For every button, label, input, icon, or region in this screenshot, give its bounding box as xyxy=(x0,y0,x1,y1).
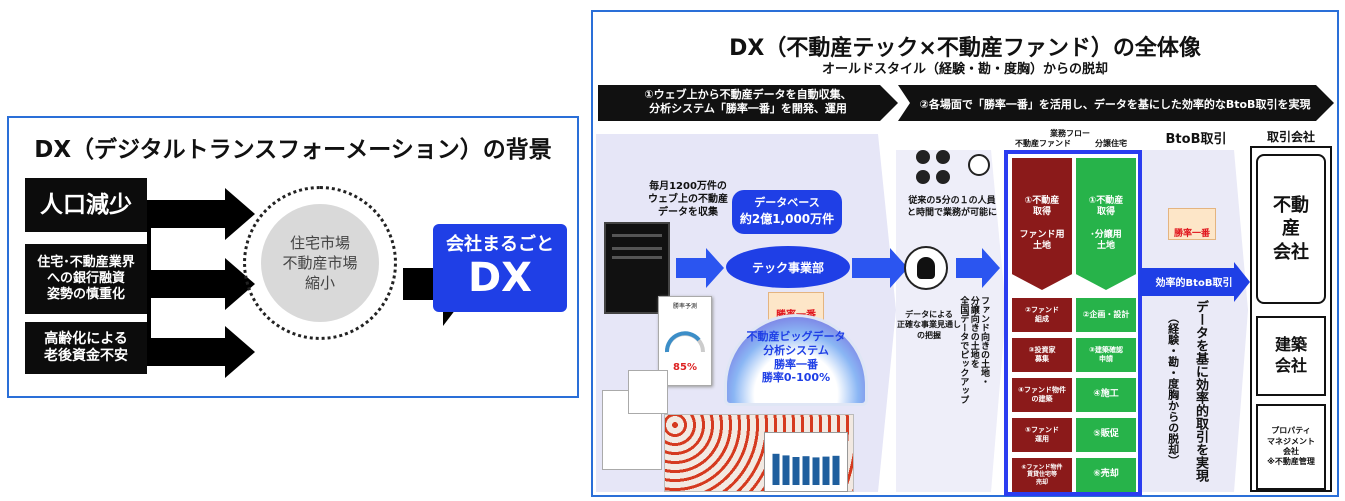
btob-logo: 勝率一番 xyxy=(1168,208,1216,240)
step2-banner xyxy=(898,85,1334,121)
flow-fund-step: ④ファンド物件 の建築 xyxy=(1012,378,1072,412)
arrow-2 xyxy=(145,258,255,310)
line-thumbnail xyxy=(628,370,668,414)
step1-banner xyxy=(598,85,898,121)
partner-real-estate: 不動 産 会社 xyxy=(1256,154,1326,304)
arrow-server-tech xyxy=(676,248,724,288)
bar xyxy=(832,455,840,485)
market-circle: 住宅市場 不動産市場 縮小 xyxy=(243,186,397,340)
arrow-3 xyxy=(145,326,255,378)
flow-title: 業務フロー xyxy=(1050,129,1090,138)
database-box: データベース 約2億1,000万件 xyxy=(732,190,842,234)
dx-result-line2: DX xyxy=(467,255,533,301)
blue-arrows xyxy=(676,248,1000,288)
flow-fund-step: ⑤ファンド 運用 xyxy=(1012,418,1072,452)
gauge-title: 勝率予測 xyxy=(672,303,697,310)
flow-col-fund: 不動産ファンド xyxy=(1015,139,1071,148)
flow-fund-step: ③投資家 募集 xyxy=(1012,338,1072,372)
bar xyxy=(782,455,790,485)
cause-population-decline: 人口減少 xyxy=(25,178,147,232)
btob-arrow xyxy=(1140,262,1250,302)
team-icons xyxy=(914,150,990,190)
bar xyxy=(812,457,820,485)
step2-text: ②各場面で「勝率一番」を活用し、データを基にした効率的なBtoB取引を実現 xyxy=(919,98,1311,111)
person-icon xyxy=(916,150,930,164)
dome-text: 不動産ビッグデータ 分析システム 勝率一番 勝率0-100% xyxy=(746,330,846,385)
arrow-tech-person xyxy=(852,248,908,288)
efficiency-text: 従来の5分の１の人員 と時間で業務が可能に xyxy=(906,196,997,218)
flow-fund-acquire: ①不動産 取得 ファンド用 土地 xyxy=(1012,158,1072,290)
market-inner: 住宅市場 不動産市場 縮小 xyxy=(261,204,379,322)
database-line1: データベース xyxy=(754,196,820,209)
cause-bank-lending: 住宅･不動産業界 への銀行融資 姿勢の慎重化 xyxy=(25,244,147,314)
person-icon xyxy=(936,170,950,184)
dx-result-box: 会社まるごと DX xyxy=(433,224,567,312)
flow-bunjo-step: ⑥売却 xyxy=(1076,458,1136,492)
background-title: DX（デジタルトランスフォーメーション）の背景 xyxy=(34,137,552,163)
cause-aging: 高齢化による 老後資金不安 xyxy=(25,322,147,374)
database-line2: 約2億1,000万件 xyxy=(739,212,835,226)
bar xyxy=(772,453,780,485)
flow-col-bunjo: 分譲住宅 xyxy=(1095,139,1127,148)
dx-result-line1: 会社まるごと xyxy=(446,234,554,255)
tech-division: テック事業部 xyxy=(726,246,850,288)
overview-subtitle: オールドスタイル（経験・勘・度胸）からの脱却 xyxy=(821,62,1108,77)
btob-title: BtoB取引 xyxy=(1165,132,1227,147)
flow-bunjo-acquire: ①不動産 取得 ･分譲用 土地 xyxy=(1076,158,1136,290)
bar xyxy=(822,456,830,485)
btob-vert-sub: （経験・勘・度胸からの脱却） xyxy=(1166,312,1180,466)
person-icon xyxy=(916,170,930,184)
analyst-icon xyxy=(904,246,948,290)
flow-bunjo-step: ⑤販促 xyxy=(1076,418,1136,452)
step-banners xyxy=(598,85,1334,121)
flow-bunjo-step: ④施工 xyxy=(1076,378,1136,412)
overview-title: DX（不動産テック×不動産ファンド）の全体像 xyxy=(729,36,1201,61)
bar xyxy=(792,457,800,485)
person-icon xyxy=(968,154,990,176)
gauge-dial xyxy=(664,331,705,353)
btob-logo-text: 勝率一番 xyxy=(1173,229,1210,239)
arrow-1 xyxy=(145,188,255,240)
bar-chart xyxy=(772,453,840,485)
btob-vert-main: データを基に効率的取引を実現 xyxy=(1192,300,1208,482)
btob-arrow-label: 効率的BtoB取引 xyxy=(1155,278,1233,289)
gauge-value: 85% xyxy=(673,362,697,373)
analyst-caption: データによる 正確な事業見通し の把握 xyxy=(897,310,961,340)
flow-fund-step: ⑥ファンド物件 賃貸住宅等 売却 xyxy=(1012,458,1072,492)
partner-construction: 建築 会社 xyxy=(1256,316,1326,396)
bar-chart-card xyxy=(764,432,848,492)
flow-fund-step: ②ファンド 組成 xyxy=(1012,298,1072,332)
pickup-text: ファンド向きの土地・ 分譲向きの土地を 全国データでピックアップ xyxy=(958,296,990,404)
flow-bunjo-step: ③建築確認 申請 xyxy=(1076,338,1136,372)
partners-title: 取引会社 xyxy=(1266,130,1315,144)
flow-bunjo-step: ②企画・設計 xyxy=(1076,298,1136,332)
person-icon xyxy=(936,150,950,164)
bar xyxy=(802,456,810,485)
arrow-person-pickup xyxy=(956,248,1000,288)
partner-property-mgmt: プロパティ マネジメント 会社 ※不動産管理 xyxy=(1256,404,1326,490)
collect-text: 毎月1200万件の ウェブ上の不動産 データを収集 xyxy=(648,181,728,218)
step1-text: ①ウェブ上から不動産データを自動収集、 分析システム「勝率一番」を開発、運用 xyxy=(644,88,852,116)
server-icon xyxy=(604,222,670,314)
